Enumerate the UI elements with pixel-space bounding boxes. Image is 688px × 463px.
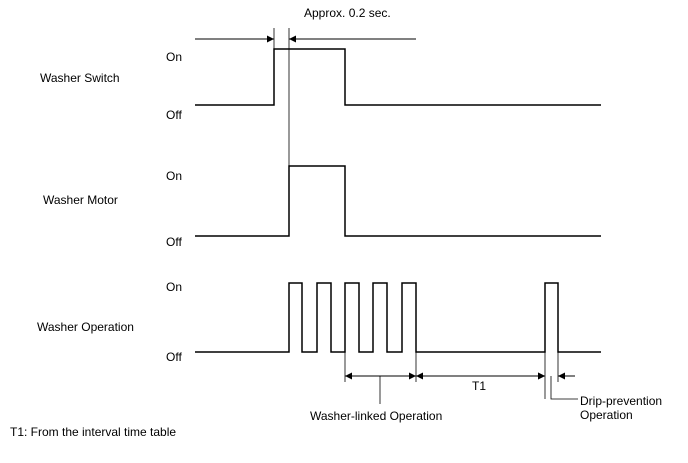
drip-leader [550,376,578,400]
washer-switch-off-label: Off [166,108,182,122]
washer-motor-waveform [195,165,601,237]
t1-label: T1 [472,379,486,393]
approx-label: Approx. 0.2 sec. [304,6,391,20]
washer-operation-off-label: Off [166,350,182,364]
drip-prevention-label-line2: Operation [580,408,633,422]
washer-operation-waveform [195,282,601,353]
washer-motor-off-label: Off [166,235,182,249]
washer-motor-label: Washer Motor [43,193,118,207]
washer-motor-on-label: On [166,169,182,183]
washer-operation-on-label: On [166,280,182,294]
washer-operation-label: Washer Operation [37,320,134,334]
washer-switch-on-label: On [166,50,182,64]
washer-switch-label: Washer Switch [40,71,120,85]
drip-prevention-label-line1: Drip-prevention [580,394,662,408]
footnote: T1: From the interval time table [10,425,176,439]
washer-switch-waveform [195,48,601,106]
washer-linked-label: Washer-linked Operation [310,409,442,423]
